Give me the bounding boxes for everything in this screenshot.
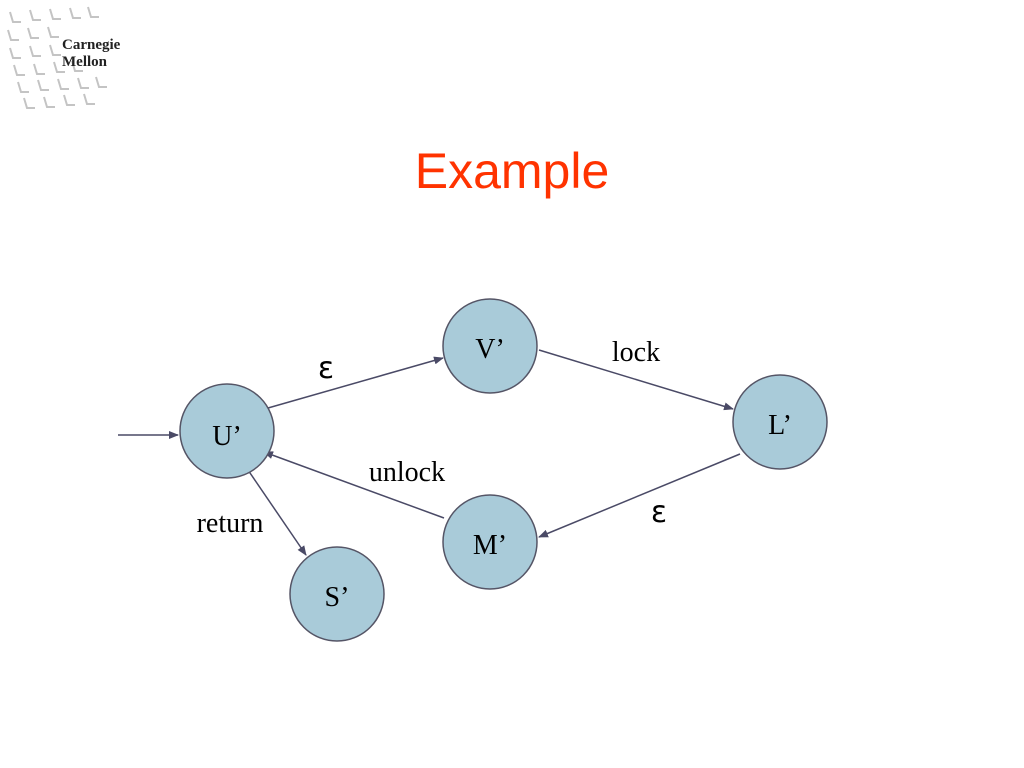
node-s: S’ [289, 546, 385, 642]
logo-line-1: Carnegie [62, 37, 121, 53]
edge-l-to-m [538, 453, 741, 538]
node-l-label: L’ [768, 410, 792, 441]
node-m-label: M’ [473, 530, 507, 561]
logo-wordmark: Carnegie Mellon [62, 37, 120, 71]
logo-line-2: Mellon [62, 54, 107, 70]
carnegie-mellon-logo: Carnegie Mellon [0, 0, 150, 115]
edge-label-u-to-v: ε [318, 351, 334, 386]
node-v-label: V’ [475, 334, 505, 365]
node-u: U’ [179, 383, 275, 479]
edge-label-m-to-u: unlock [369, 457, 445, 488]
edge-label-l-to-m: ε [651, 495, 667, 530]
node-s-label: S’ [325, 582, 350, 613]
edge-label-u-to-s: return [197, 508, 264, 539]
edge-u-to-s [247, 469, 307, 556]
node-v: V’ [442, 298, 538, 394]
edge-label-v-to-l: lock [612, 337, 660, 368]
logo-grid-mark [7, 6, 107, 109]
edge-v-to-l [538, 349, 734, 411]
node-u-label: U’ [212, 421, 242, 452]
node-l: L’ [732, 374, 828, 470]
edge-m-to-u [263, 451, 445, 519]
node-m: M’ [442, 494, 538, 590]
edge-u-to-v [267, 356, 444, 409]
slide-title: Example [414, 143, 610, 199]
